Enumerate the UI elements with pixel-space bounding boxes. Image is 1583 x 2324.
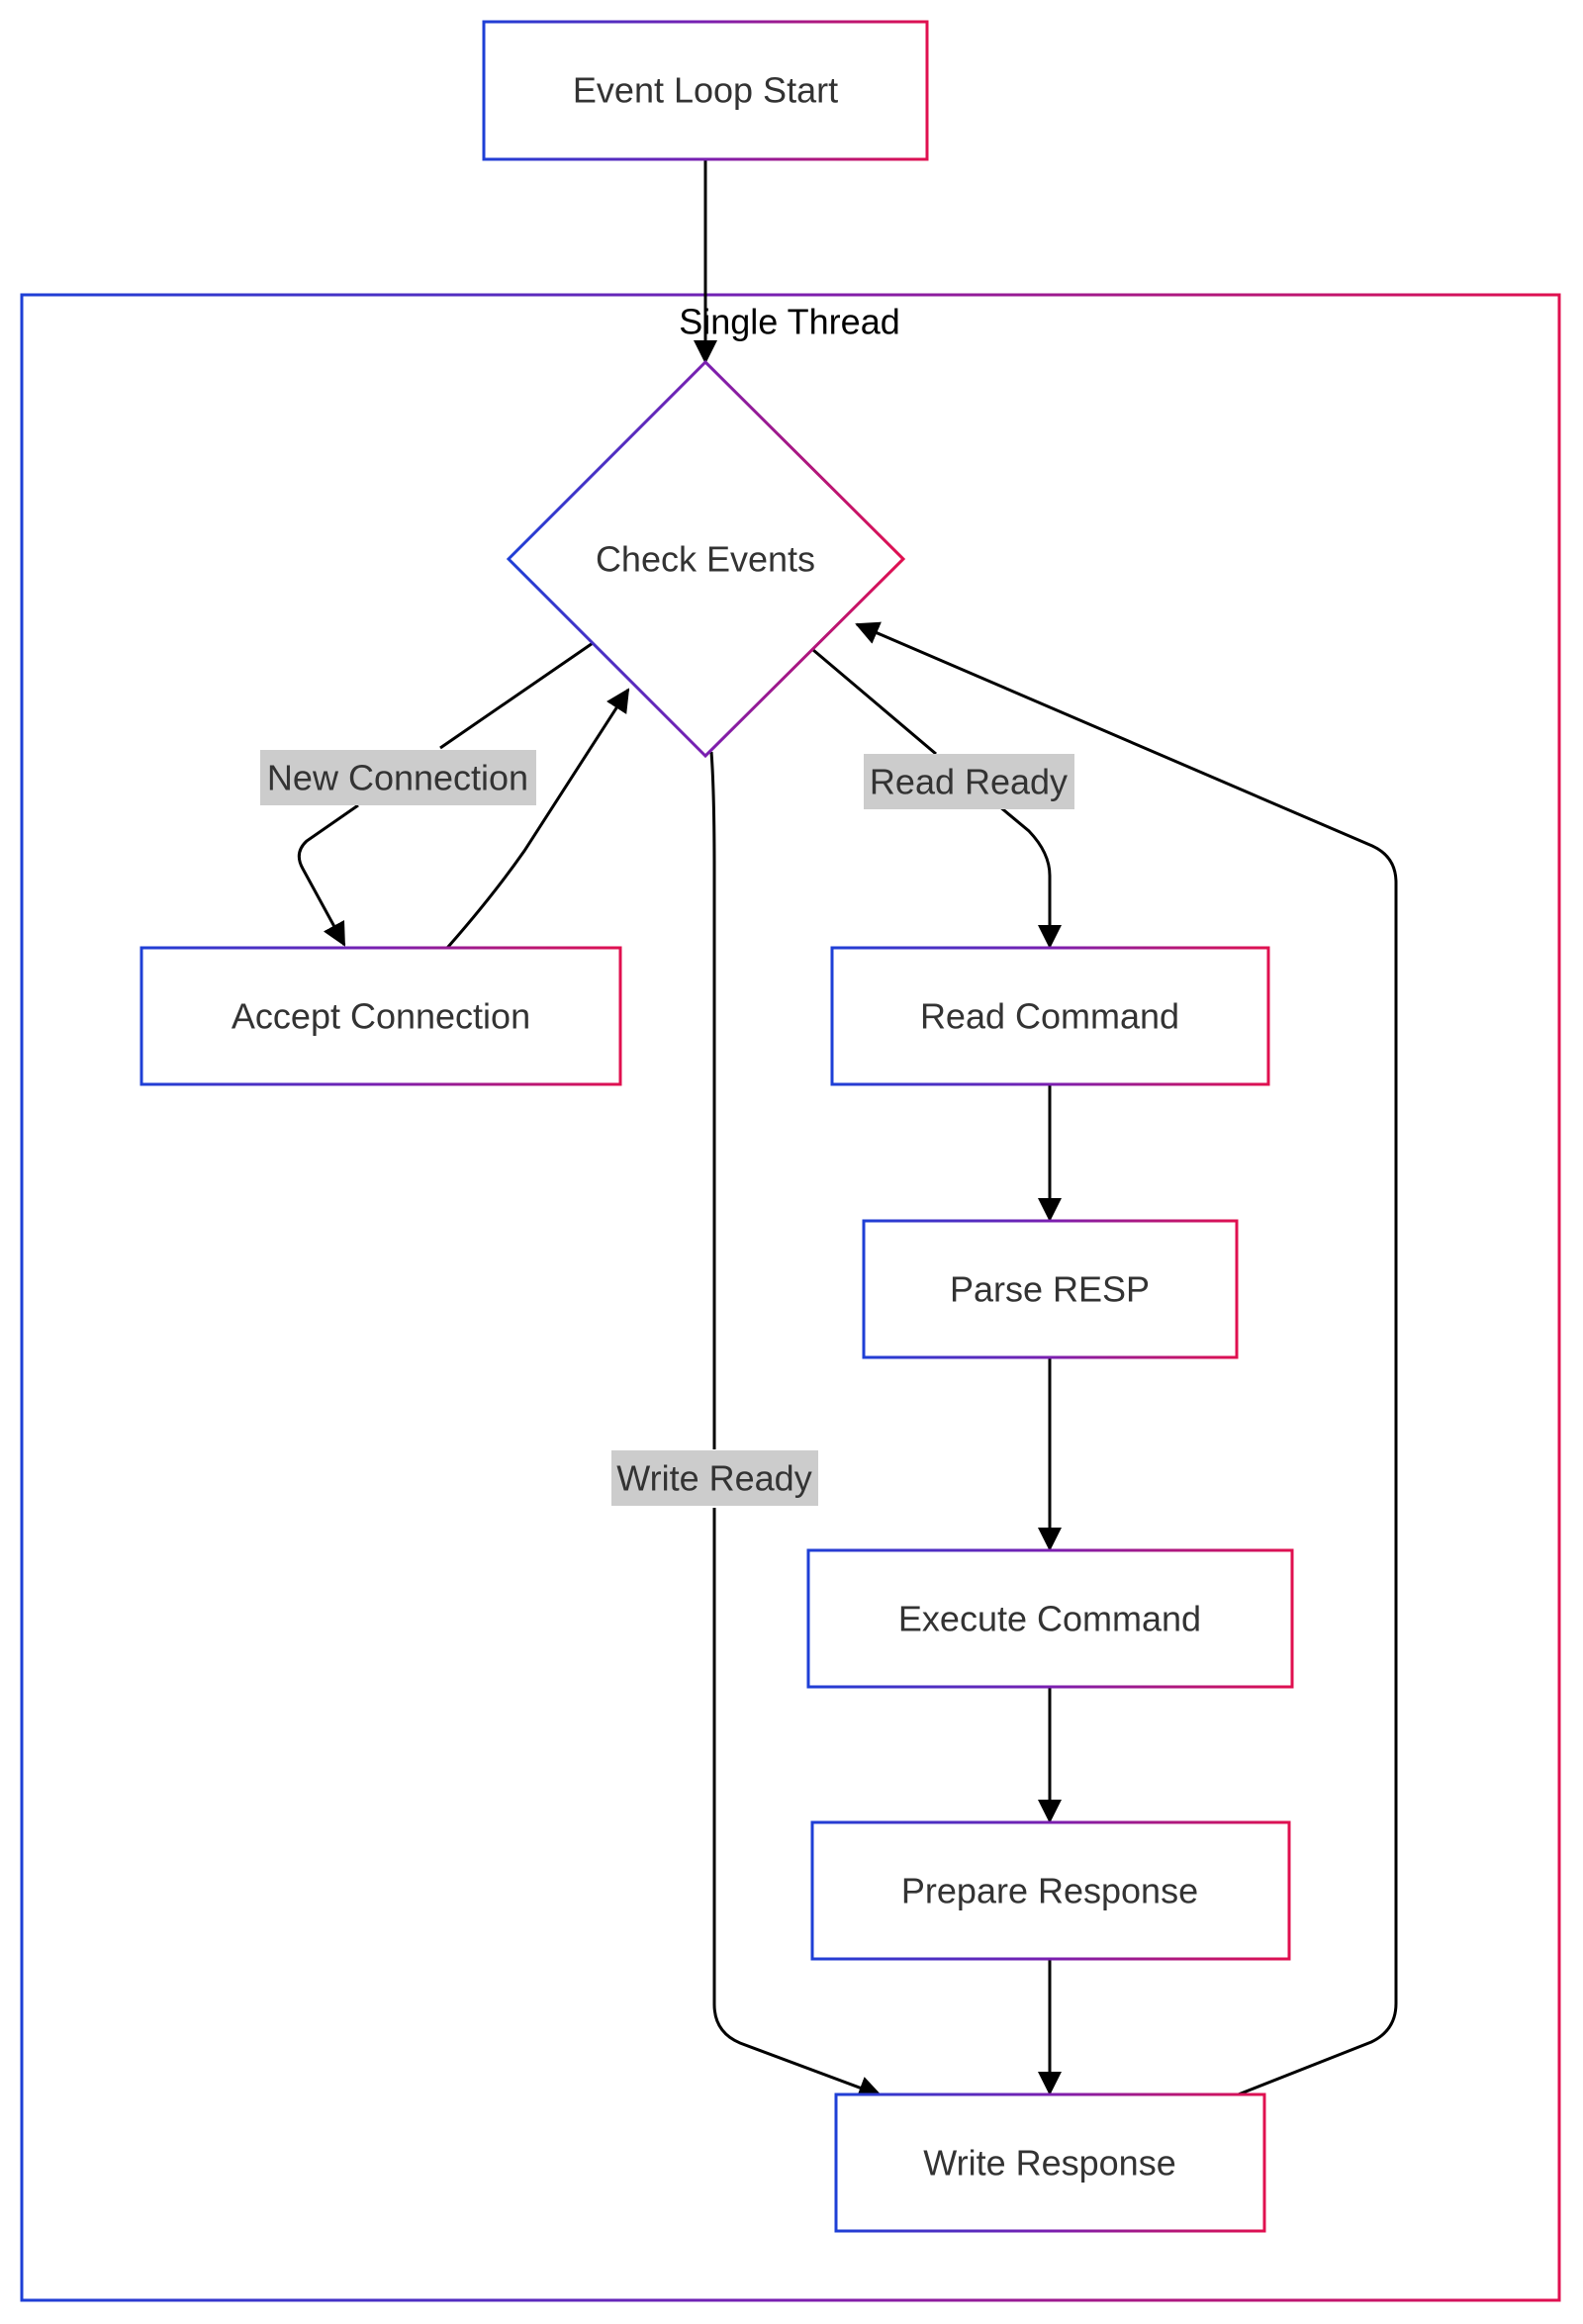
cluster-single-thread: Single Thread	[20, 293, 1561, 2302]
edge-check-to-write	[709, 751, 881, 2095]
edge-label-read-ready-text: Read Ready	[870, 762, 1068, 802]
node-prepare-response: Prepare Response	[810, 1820, 1291, 1961]
node-execute-command-label: Execute Command	[898, 1599, 1201, 1639]
node-accept-connection: Accept Connection	[140, 946, 622, 1086]
node-read-command: Read Command	[830, 946, 1270, 1086]
node-check-events: Check Events	[506, 359, 906, 759]
node-event-loop-start-label: Event Loop Start	[573, 70, 838, 111]
node-prepare-response-label: Prepare Response	[901, 1871, 1198, 1911]
node-parse-resp-label: Parse RESP	[950, 1269, 1150, 1310]
edges	[297, 160, 1398, 2099]
edge-label-new-connection: New Connection	[260, 750, 536, 805]
edge-label-new-connection-text: New Connection	[267, 758, 528, 798]
node-execute-command: Execute Command	[806, 1548, 1294, 1689]
node-parse-resp: Parse RESP	[862, 1219, 1239, 1359]
edge-accept-to-check	[438, 688, 630, 957]
edge-label-read-ready: Read Ready	[864, 754, 1074, 809]
node-write-response: Write Response	[834, 2092, 1266, 2233]
edge-write-to-check	[855, 621, 1398, 2099]
node-read-command-label: Read Command	[920, 996, 1179, 1037]
edge-label-write-ready: Write Ready	[611, 1450, 818, 1506]
edge-check-to-accept	[297, 639, 597, 945]
node-write-response-label: Write Response	[923, 2143, 1175, 2184]
cluster-label: Single Thread	[679, 302, 900, 342]
node-accept-connection-label: Accept Connection	[232, 996, 530, 1037]
node-event-loop-start: Event Loop Start	[482, 20, 929, 161]
node-check-events-label: Check Events	[596, 539, 815, 580]
edge-check-to-read	[812, 648, 1050, 947]
edge-label-write-ready-text: Write Ready	[616, 1458, 811, 1499]
